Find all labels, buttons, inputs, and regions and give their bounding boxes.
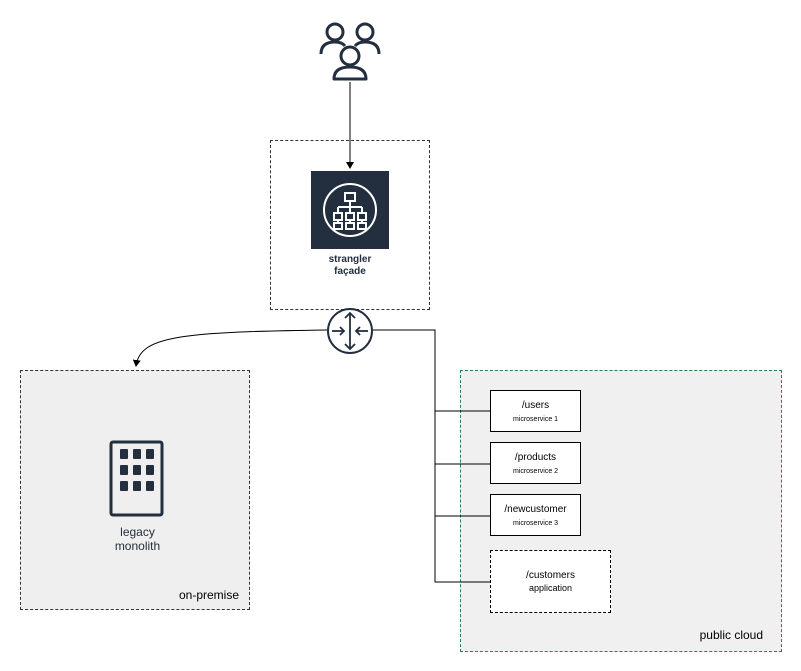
router-icon (327, 308, 373, 354)
service-newcustomer-box: /newcustomer microservice 3 (490, 494, 581, 536)
service-path: /newcustomer (504, 504, 567, 515)
legacy-label-line1: legacy (120, 525, 155, 539)
service-path: /users (521, 400, 550, 411)
on-premise-zone: on-premise (20, 370, 250, 610)
service-products-box: /products microservice 2 (490, 442, 581, 484)
legacy-label-line2: monolith (114, 539, 161, 553)
users-group-icon (319, 22, 381, 81)
router-to-monolith-arrow (132, 329, 328, 367)
strangler-facade-label: strangler façade (300, 254, 400, 278)
network-hierarchy-icon (323, 183, 377, 237)
facade-label-line2: façade (334, 266, 366, 277)
application-name: application (528, 583, 573, 593)
customers-application-box: /customers application (490, 550, 611, 613)
service-path: /products (514, 452, 557, 463)
application-path: /customers (526, 570, 575, 581)
service-name: microservice 2 (512, 468, 559, 475)
public-cloud-label: public cloud (699, 628, 763, 642)
office-building-icon (109, 440, 164, 517)
facade-label-line1: strangler (328, 254, 372, 265)
strangler-facade-icon (311, 171, 389, 249)
service-name: microservice 1 (512, 416, 559, 423)
on-premise-label: on-premise (178, 588, 239, 602)
router-to-cloud-trunk (373, 329, 490, 583)
service-users-box: /users microservice 1 (490, 390, 581, 432)
service-name: microservice 3 (512, 520, 559, 527)
legacy-monolith-label: legacy monolith (90, 525, 185, 553)
